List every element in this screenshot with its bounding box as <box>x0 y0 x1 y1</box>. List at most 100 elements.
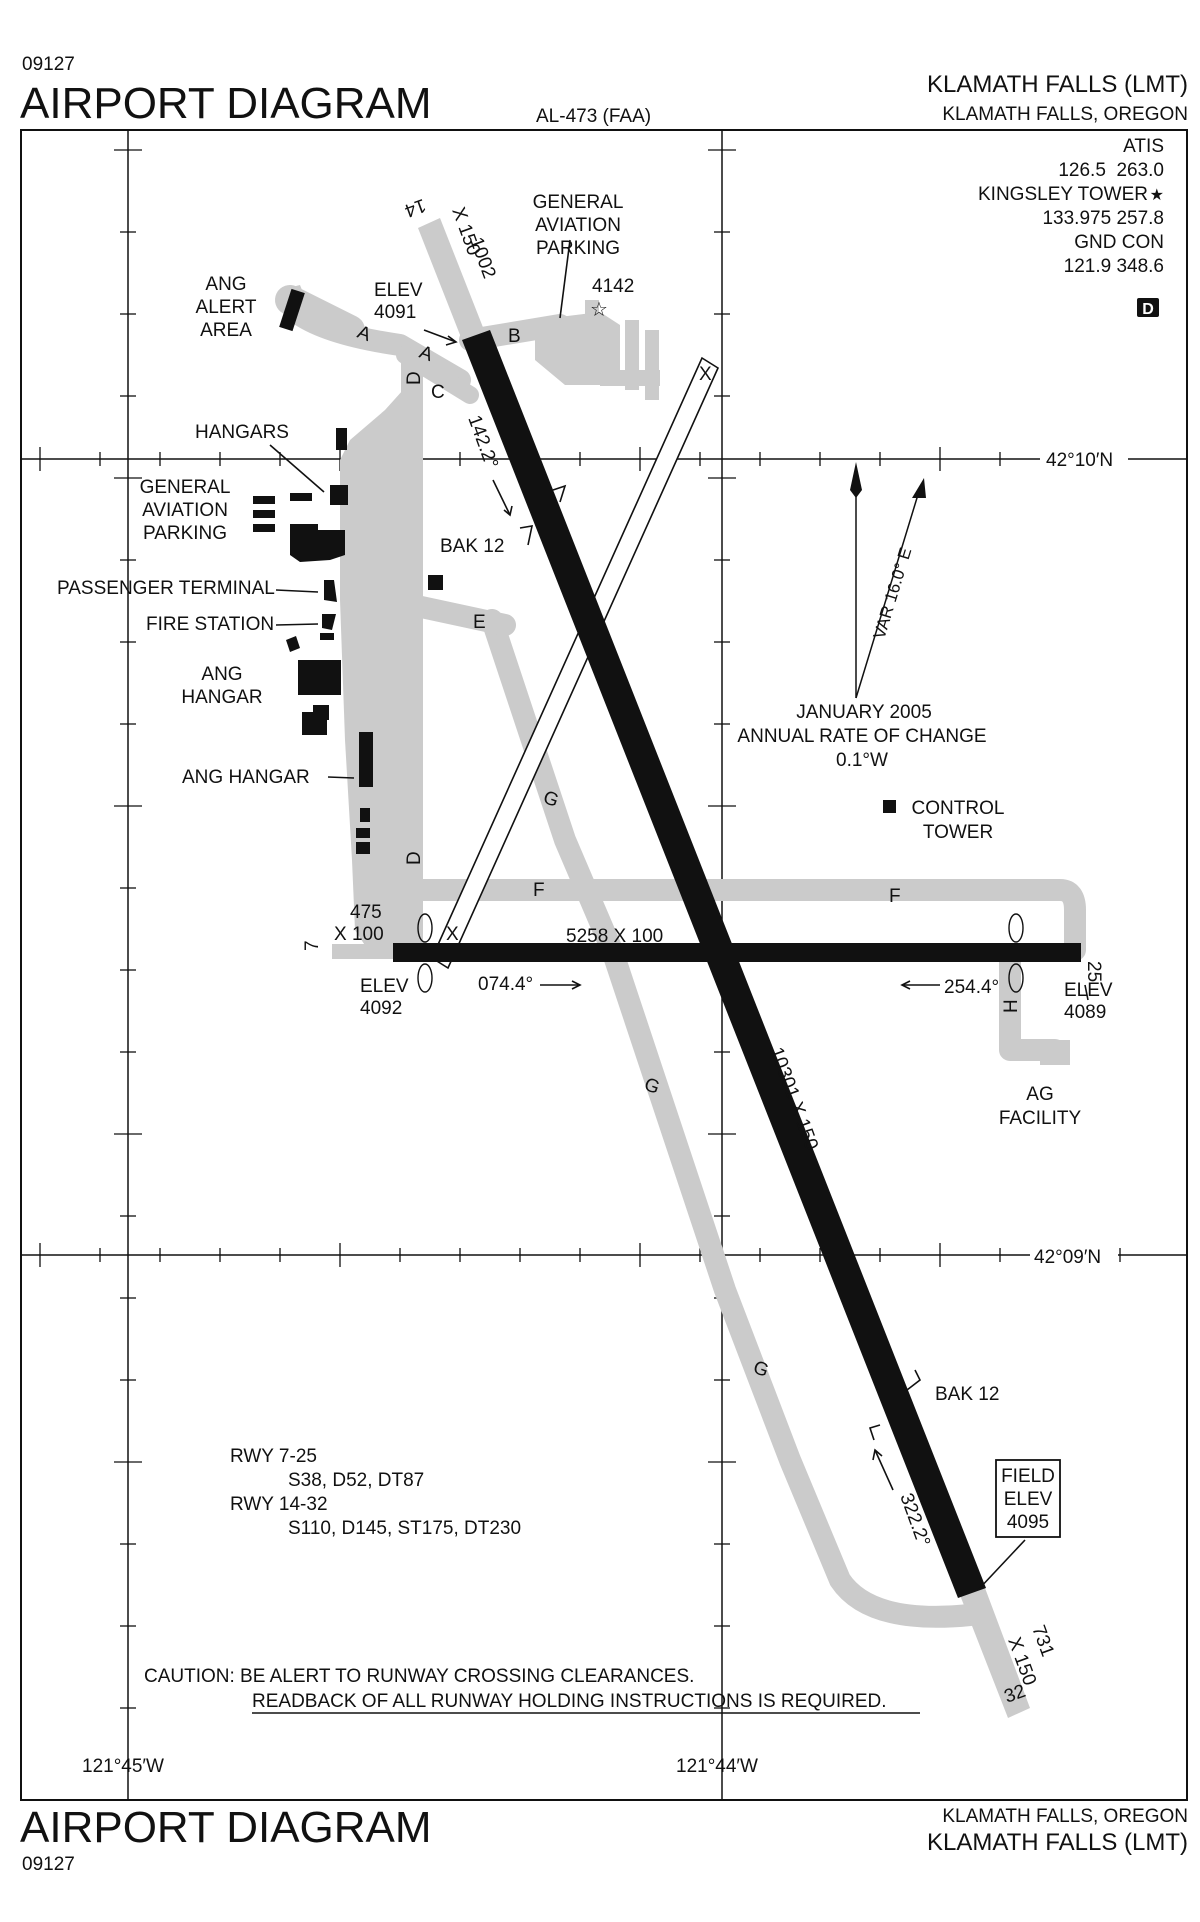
ga-building-3 <box>253 524 275 532</box>
small-building-1 <box>428 575 443 590</box>
airport-name: KLAMATH FALLS (LMT) <box>927 71 1188 98</box>
dgps-badge-bg <box>1137 298 1159 317</box>
closed-runway-x-north: X <box>699 364 712 385</box>
rwy25-heading: 254.4° <box>944 977 999 998</box>
taxiway-b-label: B <box>508 326 521 347</box>
ga-parking-finger-3 <box>645 330 659 400</box>
obstacle-elev: 4142 <box>592 276 634 297</box>
rwy7-heading-arrowhead <box>571 980 582 990</box>
city-state: KLAMATH FALLS, OREGON <box>942 104 1188 125</box>
lat-north-label: 42°10′N <box>1046 450 1113 471</box>
rwy14-end-label: 14 <box>401 194 428 221</box>
tower-freq: 133.975 257.8 <box>1042 208 1164 229</box>
hangars-leader <box>269 444 325 493</box>
runway-14-32 <box>462 330 986 1598</box>
footer-title: AIRPORT DIAGRAM <box>20 1803 432 1852</box>
strength-rwy14-32: RWY 14-32 <box>230 1494 328 1515</box>
var-date: JANUARY 2005 <box>796 702 932 723</box>
true-north-arrow-icon <box>850 462 862 498</box>
lat-north-bg <box>1040 446 1128 470</box>
facility-labels: GENERAL AVIATION PARKING ANG ALERT AREA … <box>57 192 1082 1129</box>
ang-hangar-south <box>359 732 373 787</box>
ang-hangar-1b: HANGAR <box>181 687 262 708</box>
var-annual-value: 0.1°W <box>836 750 888 771</box>
bak-north-hook <box>552 484 567 503</box>
control-tower-bldg <box>883 800 896 813</box>
rwy7-ext-length: 475 <box>350 902 382 923</box>
ang-hangar-leader <box>327 776 355 779</box>
gnd-label: GND CON <box>1074 232 1164 253</box>
gnd-freq: 121.9 348.6 <box>1064 256 1164 277</box>
ga-parking-finger-4 <box>600 370 660 386</box>
rwy32-overrun <box>958 1580 1030 1718</box>
lat-south-bg <box>1030 1243 1118 1267</box>
ga-building-1 <box>253 496 275 504</box>
elev25-leader <box>1084 984 1089 1001</box>
footer-city-state: KLAMATH FALLS, OREGON <box>942 1806 1188 1827</box>
rwy32-ext-length: 731 <box>1027 1623 1058 1660</box>
rwy25-heading-arrowhead <box>900 980 911 990</box>
field-elev-leader <box>977 1539 1026 1591</box>
coordinates: 42°10′N 42°09′N 121°45′W 121°44′W <box>82 446 1128 1777</box>
lon-west-label: 121°45′W <box>82 1756 164 1777</box>
taxiway-c <box>396 346 479 404</box>
lon-east-label: 121°44′W <box>676 1756 758 1777</box>
taxiway-g-label-3: G <box>750 1357 771 1382</box>
ag-facility-apron <box>1040 1040 1070 1065</box>
ga-parking-west-3: PARKING <box>143 523 227 544</box>
tower-star-icon: ★ <box>1150 187 1164 204</box>
rwy-bak-south: BAK 12 <box>935 1384 999 1405</box>
elev14-value: 4091 <box>374 302 416 323</box>
elev25-value: 4089 <box>1064 1002 1106 1023</box>
ga-building-2 <box>253 510 275 518</box>
rwy-bak-north: BAK 12 <box>440 536 504 557</box>
ang-alert-1: ANG <box>205 274 246 295</box>
bak-north-hook-2 <box>519 525 534 546</box>
rwy32-heading-arrowhead <box>872 1448 883 1461</box>
caution-note: CAUTION: BE ALERT TO RUNWAY CROSSING CLE… <box>144 1666 920 1714</box>
taxiway-d-label-1: D <box>404 371 425 385</box>
fire-station-leader <box>275 623 319 626</box>
magnetic-variation: VAR 16.0° E JANUARY 2005 ANNUAL RATE OF … <box>737 462 987 771</box>
var-annual-label: ANNUAL RATE OF CHANGE <box>737 726 986 747</box>
footer-airport-name: KLAMATH FALLS (LMT) <box>927 1829 1188 1856</box>
elev14-label: ELEV <box>374 280 423 301</box>
ga-parking-north-leader <box>559 239 571 319</box>
small-building-4 <box>356 828 370 838</box>
ga-parking-north-3: PARKING <box>536 238 620 259</box>
ang-hangar-2: ANG HANGAR <box>182 767 310 788</box>
elev25-label: ELEV <box>1064 980 1113 1001</box>
small-building-5 <box>356 842 370 854</box>
hangars-label: HANGARS <box>195 422 289 443</box>
caution-line-1: CAUTION: BE ALERT TO RUNWAY CROSSING CLE… <box>144 1666 694 1687</box>
atis-freq: 126.5 263.0 <box>1058 160 1164 181</box>
taxiway-e <box>401 594 516 636</box>
runway-strength: RWY 7-25 S38, D52, DT87 RWY 14-32 S110, … <box>230 1446 521 1539</box>
mag-north-arrow-icon <box>912 478 926 498</box>
control-tower-1: CONTROL <box>912 798 1005 819</box>
rwy-markings <box>417 913 1024 993</box>
mag-north-line <box>855 487 921 699</box>
taxiway-f-label-2: F <box>889 886 901 907</box>
tower-label: KINGSLEY TOWER <box>978 184 1148 205</box>
frequency-box: ATIS 126.5 263.0 KINGSLEY TOWER ★ 133.97… <box>978 136 1164 318</box>
strength-rwy7-25-values: S38, D52, DT87 <box>288 1470 424 1491</box>
chart-title: AIRPORT DIAGRAM <box>20 79 432 128</box>
taxiway-f-label-1: F <box>533 880 545 901</box>
lat-south-label: 42°09′N <box>1034 1247 1101 1268</box>
taxiway-c-label: C <box>431 382 445 403</box>
obstacle-star-icon: ☆ <box>590 299 608 321</box>
strength-rwy7-25: RWY 7-25 <box>230 1446 317 1467</box>
bak-south-hook <box>906 1369 922 1391</box>
bak-south-hook-2 <box>868 1424 881 1441</box>
closed-runway-x-south: X <box>446 924 459 945</box>
var-label: VAR 16.0° E <box>870 545 916 641</box>
elev7-value: 4092 <box>360 998 402 1019</box>
ang-hangar-1a: ANG <box>201 664 242 685</box>
ang-alert-building <box>279 288 305 332</box>
dgps-badge: D <box>1142 301 1154 318</box>
taxiway-d-label-2: D <box>404 851 425 865</box>
small-building-2 <box>286 636 300 652</box>
caution-line-2: READBACK OF ALL RUNWAY HOLDING INSTRUCTI… <box>252 1691 887 1712</box>
